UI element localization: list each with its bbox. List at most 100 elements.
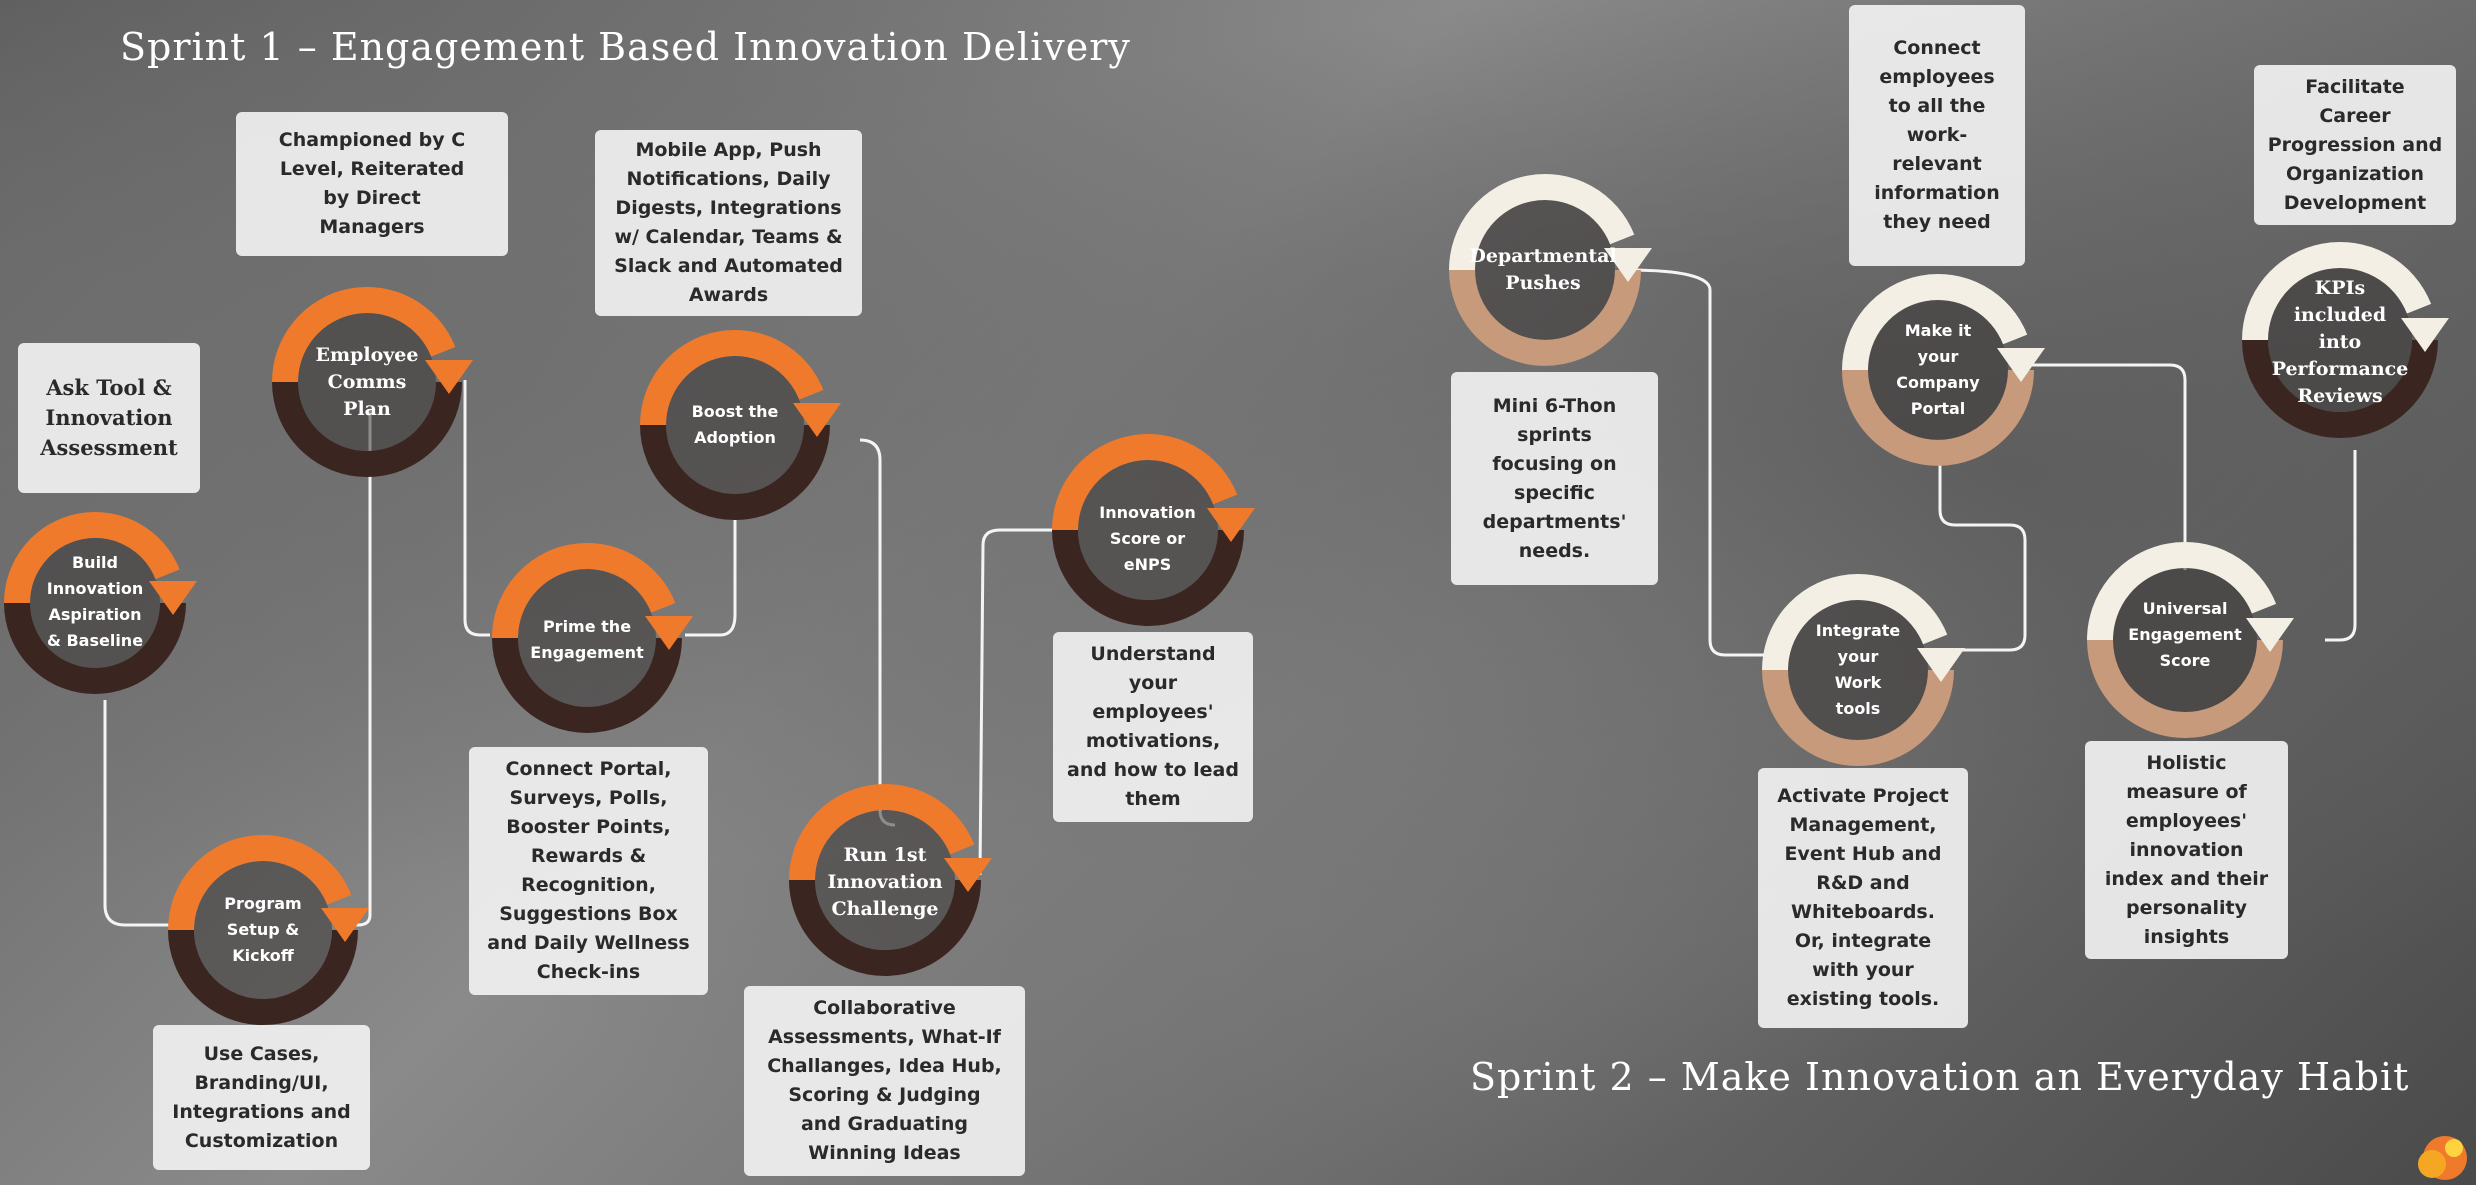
ring-departmental [1449,174,1652,366]
ring-group [4,174,2449,1025]
ring-company-portal-lower-arc [1842,369,2034,466]
ring-run-challenge-lower-arc [789,879,981,976]
ring-prime-lower-arc [492,637,682,733]
ring-prime-arrowhead [645,616,693,650]
card-use-cases: Use Cases, Branding/UI, Integrations and… [153,1025,370,1170]
sprint1-title: Sprint 1 – Engagement Based Innovation D… [120,25,1131,69]
ring-label-company-portal: Make it your Company Portal [1896,321,1980,418]
connector-integrate-portal [1938,460,2027,652]
ring-prime-center [518,569,656,707]
ring-integrate-center [1788,600,1928,740]
ring-boost-lower-arc [640,424,830,520]
connector-comms-prime [463,380,490,637]
ring-departmental-lower-arc [1449,269,1641,366]
connector-boost-prime [685,510,737,637]
card-championed: Championed by C Level, Reiterated by Dir… [236,112,508,256]
ring-departmental-upper-arc [1449,174,1635,271]
ring-program-setup-upper-arc [168,835,352,931]
ring-program-setup [168,835,369,1025]
ring-run-challenge-upper-arc [789,784,975,881]
ring-label-boost: Boost the Adoption [691,402,779,447]
sprint2-title: Sprint 2 – Make Innovation an Everyday H… [1470,1055,2410,1099]
ring-innovation-score-center [1078,460,1218,600]
ring-label-departmental: Departmental Pushes [1469,245,1617,294]
ring-innovation-score-upper-arc [1052,434,1238,531]
ring-employee-comms-center [298,313,436,451]
ring-build-lower-arc [4,602,186,694]
ring-label-program-setup: Program Setup & Kickoff [224,894,302,965]
orange-logo-icon [2418,1136,2467,1180]
card-collaborative: Collaborative Assessments, What-If Chall… [744,986,1025,1176]
card-connect-employees: Connect employees to all the work- relev… [1849,5,2025,266]
ring-company-portal-center [1868,300,2008,440]
ring-integrate-lower-arc [1762,669,1954,766]
ring-label-run-challenge: Run 1st Innovation Challenge [827,843,943,920]
card-connect-portal: Connect Portal, Surveys, Polls, Booster … [469,747,708,995]
ring-boost [640,330,841,520]
connector-dept-integrate [1624,268,1770,657]
ring-run-challenge [789,784,992,976]
ring-integrate [1762,574,1965,766]
connector-boost-run [859,438,896,827]
ring-label-universal: Universal Engagement Score [2128,599,2242,670]
ring-kpis-lower-arc [2242,339,2438,438]
ring-departmental-center [1475,200,1615,340]
ring-employee-comms-upper-arc [272,287,456,383]
ring-label-innovation-score: Innovation Score or eNPS [1099,503,1196,574]
ring-build [4,512,197,694]
card-ask-tool: Ask Tool & Innovation Assessment [18,343,200,493]
ring-innovation-score-lower-arc [1052,529,1244,626]
connector-comms-setup [350,410,372,927]
ring-company-portal-upper-arc [1842,274,2028,371]
ring-employee-comms-arrowhead [425,360,473,394]
ring-boost-arrowhead [793,403,841,437]
card-holistic: Holistic measure of employees' innovatio… [2085,741,2288,959]
ring-innovation-score-arrowhead [1207,508,1255,542]
ring-universal [2087,542,2294,738]
ring-universal-lower-arc [2087,639,2283,738]
ring-program-setup-arrowhead [321,908,369,942]
ring-program-setup-lower-arc [168,929,358,1025]
ring-universal-center [2113,568,2257,712]
ring-boost-upper-arc [640,330,824,426]
ring-departmental-arrowhead [1604,248,1652,282]
ring-prime [492,543,693,733]
connector-portal-universal [2020,363,2187,570]
ring-label-kpis: KPIs included into Performance Reviews [2271,276,2409,407]
card-mobile-app: Mobile App, Push Notifications, Daily Di… [595,130,862,316]
ring-universal-upper-arc [2087,542,2277,641]
ring-build-upper-arc [4,512,180,604]
ring-kpis-upper-arc [2242,242,2432,341]
ring-kpis-center [2268,268,2412,412]
card-understand: Understand your employees' motivations, … [1053,632,1253,822]
ring-build-center [30,538,160,668]
connector-build-setup [103,700,175,927]
ring-employee-comms-lower-arc [272,381,462,477]
ring-innovation-score [1052,434,1255,626]
connector-run-score [978,528,1060,876]
connector-lines [103,268,2357,927]
card-facilitate: Facilitate Career Progression and Organi… [2254,65,2456,225]
ring-build-arrowhead [149,581,197,615]
ring-employee-comms [272,287,473,477]
ring-run-challenge-arrowhead [944,858,992,892]
ring-prime-upper-arc [492,543,676,639]
ring-universal-arrowhead [2246,618,2294,652]
ring-kpis-arrowhead [2401,318,2449,352]
ring-company-portal [1842,274,2045,466]
connector-universal-kpis [2325,450,2357,642]
ring-boost-center [666,356,804,494]
ring-integrate-upper-arc [1762,574,1948,671]
ring-integrate-arrowhead [1917,648,1965,682]
ring-run-challenge-center [815,810,955,950]
ring-label-employee-comms: Employee Comms Plan [315,343,419,420]
ring-kpis [2242,242,2449,438]
ring-company-portal-arrowhead [1997,348,2045,382]
ring-label-prime: Prime the Engagement [530,617,644,662]
card-mini-thon: Mini 6-Thon sprints focusing on specific… [1451,372,1658,585]
ring-program-setup-center [194,861,332,999]
card-activate: Activate Project Management, Event Hub a… [1758,768,1968,1028]
ring-label-build: Build Innovation Aspiration & Baseline [46,553,144,650]
ring-label-integrate: Integrate your Work tools [1815,621,1901,718]
